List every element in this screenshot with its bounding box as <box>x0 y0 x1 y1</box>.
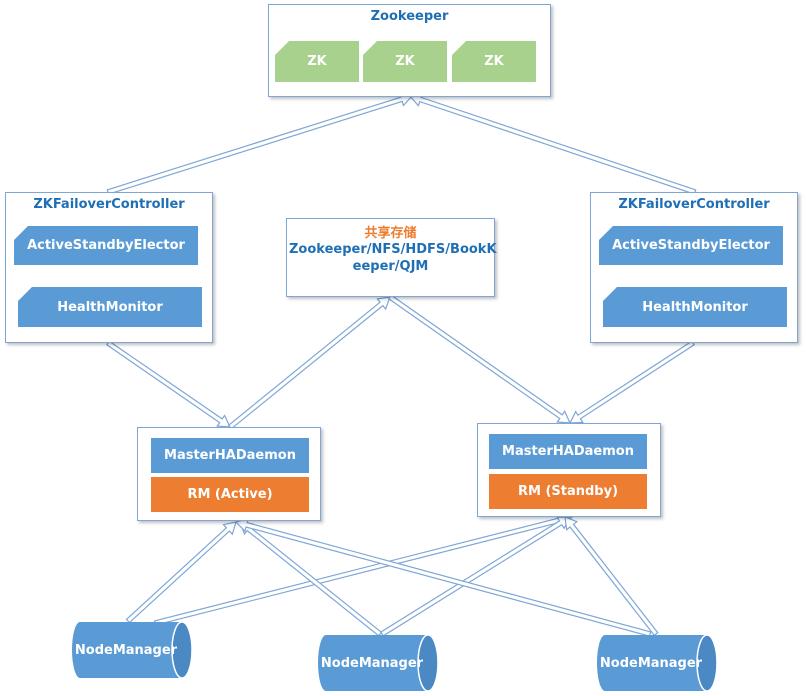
zk-node-2: ZK <box>363 41 447 82</box>
zk-node-1: ZK <box>275 41 359 82</box>
arrow-zkfc-right-to-zookeeper <box>408 92 697 195</box>
zkfc-left-box: ZKFailoverController ActiveStandbyElecto… <box>5 192 213 343</box>
rm-active-box: MasterHADaemon RM (Active) <box>137 427 321 521</box>
health-monitor-left: HealthMonitor <box>18 287 202 327</box>
health-monitor-right: HealthMonitor <box>603 287 787 327</box>
cylinder-shape <box>597 634 718 692</box>
shared-storage-box: 共享存储 Zookeeper/NFS/HDFS/BookK eeper/QJM <box>286 218 497 297</box>
arrow-nm2-to-rm-active <box>239 521 383 637</box>
active-standby-elector-right: ActiveStandbyElector <box>599 226 783 265</box>
rm-active-label: RM (Active) <box>151 477 309 512</box>
arrow-nm3-to-rm-active <box>234 517 652 637</box>
arrow-nm3-to-rm-standby <box>564 516 659 637</box>
arrow-nm1-to-rm-active <box>125 521 237 624</box>
node-manager-2: NodeManager <box>318 633 442 693</box>
arrow-zkfc-left-to-zookeeper <box>106 92 414 195</box>
node-manager-2-label: NodeManager <box>320 655 424 671</box>
rm-standby-label: RM (Standby) <box>489 474 647 509</box>
node-manager-3-label: NodeManager <box>599 655 703 671</box>
zookeeper-title: Zookeeper <box>370 9 449 24</box>
arrow-zkfc-left-to-rm-active <box>105 340 231 428</box>
zkfc-left-title: ZKFailoverController <box>33 197 185 212</box>
rm-standby-box: MasterHADaemon RM (Standby) <box>477 423 661 517</box>
arrow-storage-to-rm-standby <box>387 294 571 424</box>
active-standby-elector-left: ActiveStandbyElector <box>14 226 198 265</box>
node-manager-1-label: NodeManager <box>74 642 178 658</box>
cylinder-shape <box>318 634 439 692</box>
arrow-nm1-to-rm-standby <box>153 512 574 626</box>
zookeeper-box: Zookeeper ZK ZK ZK <box>268 4 551 97</box>
node-manager-3: NodeManager <box>597 633 721 693</box>
zk-node-3: ZK <box>452 41 536 82</box>
shared-storage-title: 共享存储 <box>364 226 417 241</box>
master-ha-daemon-standby: MasterHADaemon <box>489 434 647 469</box>
master-ha-daemon-active: MasterHADaemon <box>151 438 309 473</box>
zkfc-right-box: ZKFailoverController ActiveStandbyElecto… <box>590 192 798 343</box>
cylinder-shape <box>72 621 193 679</box>
node-manager-1: NodeManager <box>72 620 196 680</box>
zkfc-right-title: ZKFailoverController <box>618 197 770 212</box>
arrow-rm-active-to-storage <box>227 296 391 430</box>
arrow-nm2-to-rm-standby <box>379 516 572 637</box>
shared-storage-line2: eeper/QJM <box>352 259 429 274</box>
shared-storage-line1: Zookeeper/NFS/HDFS/BookK <box>289 242 497 257</box>
arrow-zkfc-right-to-rm-standby <box>569 340 696 424</box>
